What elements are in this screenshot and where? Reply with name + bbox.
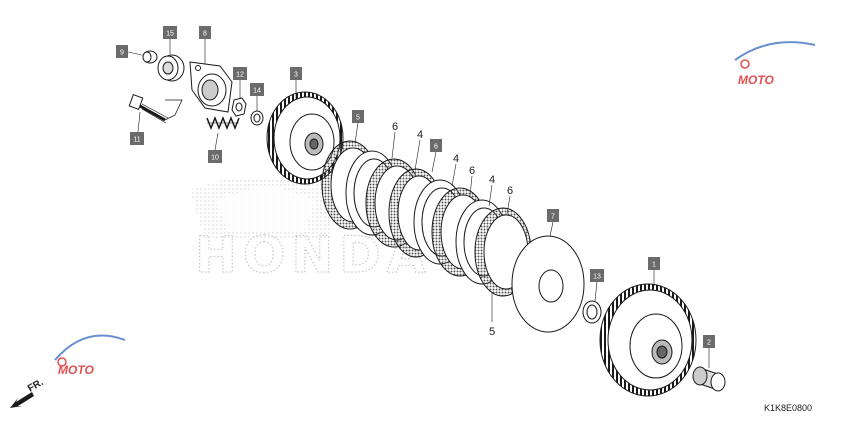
front-direction-label: FR.: [26, 377, 46, 395]
part-2-collar: [692, 366, 726, 392]
part-1-clutch-housing: [599, 283, 697, 397]
callout-3: 3: [290, 67, 302, 80]
label-4-third: 4: [489, 174, 495, 186]
drawing-code: K1K8E0800: [764, 403, 812, 413]
callout-11: 11: [130, 132, 144, 145]
callout-12: 12: [233, 67, 247, 80]
part-11-bolt: [128, 94, 183, 124]
callout-1-text: 1: [652, 262, 656, 269]
part-3-pressure-plate: [266, 91, 344, 185]
callout-8: 8: [199, 26, 211, 39]
callout-15-text: 15: [166, 31, 174, 38]
moto-mark-bottom-text: MOTO: [58, 363, 94, 377]
callout-7-text: 7: [551, 214, 555, 221]
callout-14-text: 14: [253, 88, 261, 95]
label-6-second: 6: [469, 165, 475, 177]
part-10-spring: [206, 115, 240, 131]
callout-15: 15: [163, 26, 177, 39]
moto-mark-top: MOTO: [734, 41, 816, 87]
callout-10-text: 10: [211, 155, 219, 162]
label-6-first: 6: [392, 121, 398, 133]
part-12-nut: [231, 97, 247, 117]
label-5-bottom: 5: [489, 326, 495, 338]
part-7-plate: [511, 235, 585, 333]
callout-6-text: 6: [434, 144, 438, 151]
callout-10: 10: [208, 150, 222, 163]
callout-13-text: 13: [593, 274, 601, 281]
label-4-first: 4: [417, 129, 423, 141]
callout-11-text: 11: [133, 137, 140, 144]
callout-2: 2: [703, 335, 715, 348]
callout-5: 5: [352, 110, 364, 123]
callout-1: 1: [648, 257, 660, 270]
moto-mark-bottom: MOTO: [54, 334, 126, 377]
callout-2-text: 2: [707, 340, 711, 347]
callout-7: 7: [547, 209, 559, 222]
callout-9-text: 9: [120, 50, 124, 57]
front-direction-arrow: FR.: [10, 377, 46, 408]
label-6-third: 6: [507, 185, 513, 197]
callout-12-text: 12: [236, 72, 244, 79]
callout-3-text: 3: [294, 72, 298, 79]
callout-5-text: 5: [356, 115, 360, 122]
callout-13: 13: [590, 269, 604, 282]
callout-8-text: 8: [203, 31, 207, 38]
part-8-lifter-plate: [189, 61, 233, 113]
callout-14: 14: [250, 83, 264, 96]
label-4-second: 4: [453, 153, 459, 165]
moto-mark-top-text: MOTO: [738, 73, 774, 87]
part-13-washer: [582, 300, 602, 324]
part-9-cap: [142, 50, 158, 64]
callout-6: 6: [430, 139, 442, 152]
part-15-bearing: [157, 54, 185, 82]
part-14-washer: [250, 110, 264, 126]
leader-lines: [127, 38, 710, 368]
callout-9: 9: [116, 45, 128, 58]
